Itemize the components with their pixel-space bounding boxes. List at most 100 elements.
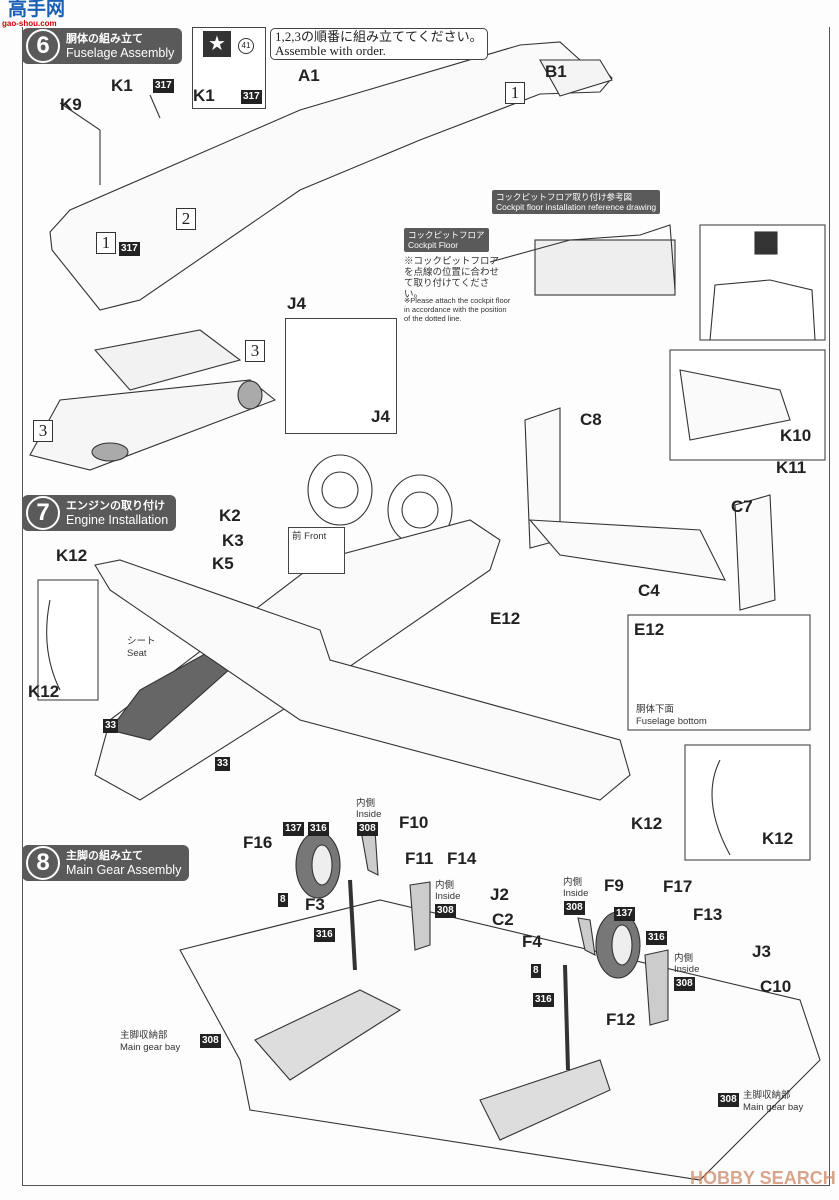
part-label-b1: B1 xyxy=(545,62,567,81)
part-label-k11: K11 xyxy=(776,458,807,477)
paint-badge: 316 xyxy=(308,822,329,836)
gear-bay-jp: 主脚収納部 xyxy=(743,1090,791,1101)
paint-badge: 137 xyxy=(614,907,635,921)
order-note-en: Assemble with order. xyxy=(275,43,386,58)
part-label-j2: J2 xyxy=(490,885,509,904)
part-label-k12: K12 xyxy=(762,829,794,848)
order-marker: 3 xyxy=(33,420,53,442)
step-title-jp: エンジンの取り付け xyxy=(66,499,165,512)
part-label-j4: J4 xyxy=(371,407,390,426)
door-f9 xyxy=(577,917,596,956)
paint-badge: 316 xyxy=(646,931,667,945)
part-label-f14: F14 xyxy=(447,849,477,868)
part-label-f17: F17 xyxy=(663,877,693,896)
part-label-k5: K5 xyxy=(212,554,234,573)
paint-badge: 317 xyxy=(153,79,174,93)
decal-number: 41 xyxy=(238,38,254,54)
paint-badge: 308 xyxy=(674,977,695,991)
part-label-k3: K3 xyxy=(222,531,244,550)
paint-badge: 316 xyxy=(314,928,335,942)
part-label-f11: F11 xyxy=(405,849,434,868)
watermark-hobby-search: HOBBY SEARCH xyxy=(690,1168,836,1188)
part-label-f12: F12 xyxy=(606,1010,636,1029)
order-note-jp: 1,2,3の順番に組み立ててください。 xyxy=(275,29,483,44)
order-marker: 1 xyxy=(96,232,116,254)
fuselage-a1 xyxy=(49,41,613,311)
paint-badge: 137 xyxy=(283,822,304,836)
part-label-k1: K1 xyxy=(193,86,215,105)
front-label: 前 Front xyxy=(292,531,327,542)
fuselage-lower xyxy=(29,379,277,471)
step-title-en: Main Gear Assembly xyxy=(66,862,182,877)
part-label-k10: K10 xyxy=(780,426,812,445)
paint-badge: 33 xyxy=(103,719,119,733)
step-title-en: Fuselage Assembly xyxy=(66,45,175,60)
part-label-k9: K9 xyxy=(60,95,82,114)
gear-bay-right xyxy=(479,1059,611,1141)
c4-stabilizer xyxy=(528,519,726,581)
part-label-k1: K1 xyxy=(111,76,133,95)
part-label-k12: K12 xyxy=(56,546,88,565)
floor-note-jp: ※コックピットフロアを点線の位置に合わせて取り付けてください。 xyxy=(404,256,500,300)
front-direction-inset: 前 Front xyxy=(288,527,345,574)
paint-badge: 308 xyxy=(200,1034,221,1048)
paint-badge: 308 xyxy=(564,901,585,915)
paint-badge: 317 xyxy=(241,90,262,104)
fuselage-bottom-en: Fuselage bottom xyxy=(636,716,707,727)
gear-strut xyxy=(348,879,570,1071)
order-marker: 2 xyxy=(176,208,196,230)
step-number: 7 xyxy=(26,496,60,530)
gear-bay-en: Main gear bay xyxy=(743,1102,804,1113)
paint-badge: 316 xyxy=(533,993,554,1007)
c7-fin xyxy=(734,494,776,611)
floor-note-en: ※Please attach the cockpit floor in acco… xyxy=(404,296,511,323)
engine-left xyxy=(307,454,373,526)
step-title-jp: 胴体の組み立て xyxy=(66,32,143,45)
paint-badge: 308 xyxy=(357,822,378,836)
step-title-jp: 主脚の組み立て xyxy=(66,849,143,862)
paint-badge: 33 xyxy=(215,757,231,771)
part-label-f3: F3 xyxy=(305,895,325,914)
gear-bay-left xyxy=(254,989,402,1081)
k12-inset-left xyxy=(37,579,99,701)
star-icon: ★ xyxy=(203,31,231,57)
gear-bay-en: Main gear bay xyxy=(120,1042,181,1053)
order-marker: 1 xyxy=(505,82,525,104)
part-label-c7: C7 xyxy=(731,497,753,516)
part-label-c8: C8 xyxy=(580,410,602,429)
cockpit-tub xyxy=(93,329,242,391)
k12-inset-right xyxy=(684,744,811,861)
lower-hole xyxy=(237,380,263,410)
e12-inset xyxy=(627,614,811,731)
step-title-en: Engine Installation xyxy=(66,512,169,527)
paint-badge: 8 xyxy=(278,893,288,907)
part-label-f13: F13 xyxy=(693,905,723,924)
seat-label-jp: シート xyxy=(127,636,156,647)
paint-badge: 308 xyxy=(435,904,456,918)
part-label-k12: K12 xyxy=(631,814,663,833)
door-f13 xyxy=(644,949,669,1026)
part-label-f4: F4 xyxy=(522,932,542,951)
order-marker: 3 xyxy=(245,340,265,362)
part-label-e12: E12 xyxy=(490,609,521,628)
page-frame xyxy=(22,27,830,1186)
part-label-f16: F16 xyxy=(243,833,273,852)
fuselage-bottom-jp: 胴体下面 xyxy=(636,704,675,715)
part-label-j4: J4 xyxy=(287,294,306,313)
floor-ref-drawing xyxy=(534,239,676,296)
part-label-c10: C10 xyxy=(760,977,792,996)
lower-hole xyxy=(91,442,129,462)
watermark-logo: 高手网 xyxy=(8,0,66,20)
watermark-url: gao-shou.com xyxy=(2,19,57,28)
part-label-e12: E12 xyxy=(634,620,665,639)
paint-badge: 317 xyxy=(119,242,140,256)
step-number: 6 xyxy=(26,29,60,63)
